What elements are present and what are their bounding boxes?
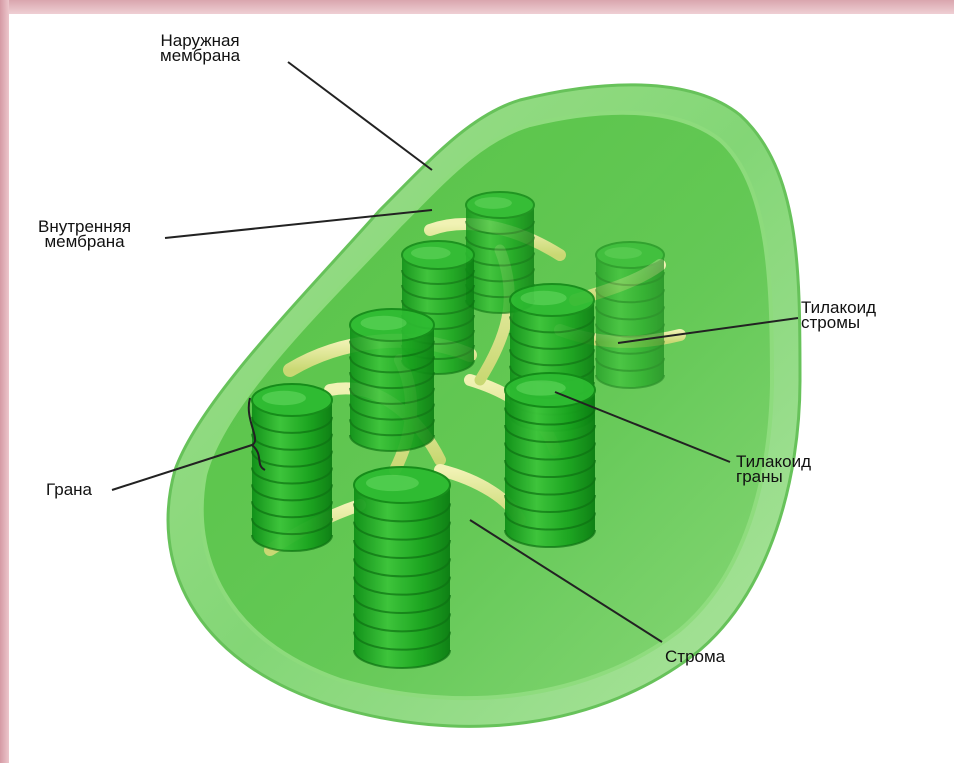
granum-stack xyxy=(505,373,595,547)
label-stroma-thylakoid: Тилакоид стромы xyxy=(801,300,876,330)
label-granum-thylakoid: Тилакоид граны xyxy=(736,454,811,484)
granum-stack xyxy=(354,467,450,668)
granum-stack xyxy=(252,384,332,551)
label-inner-membrane: Внутренняя мембрана xyxy=(38,219,131,249)
leader-outer-membrane xyxy=(288,62,432,170)
granum-stack xyxy=(350,309,434,451)
granum-stack xyxy=(596,242,664,388)
label-stroma: Строма xyxy=(665,649,725,664)
label-granum: Грана xyxy=(46,482,92,497)
label-outer-membrane: Наружная мембрана xyxy=(160,33,240,63)
